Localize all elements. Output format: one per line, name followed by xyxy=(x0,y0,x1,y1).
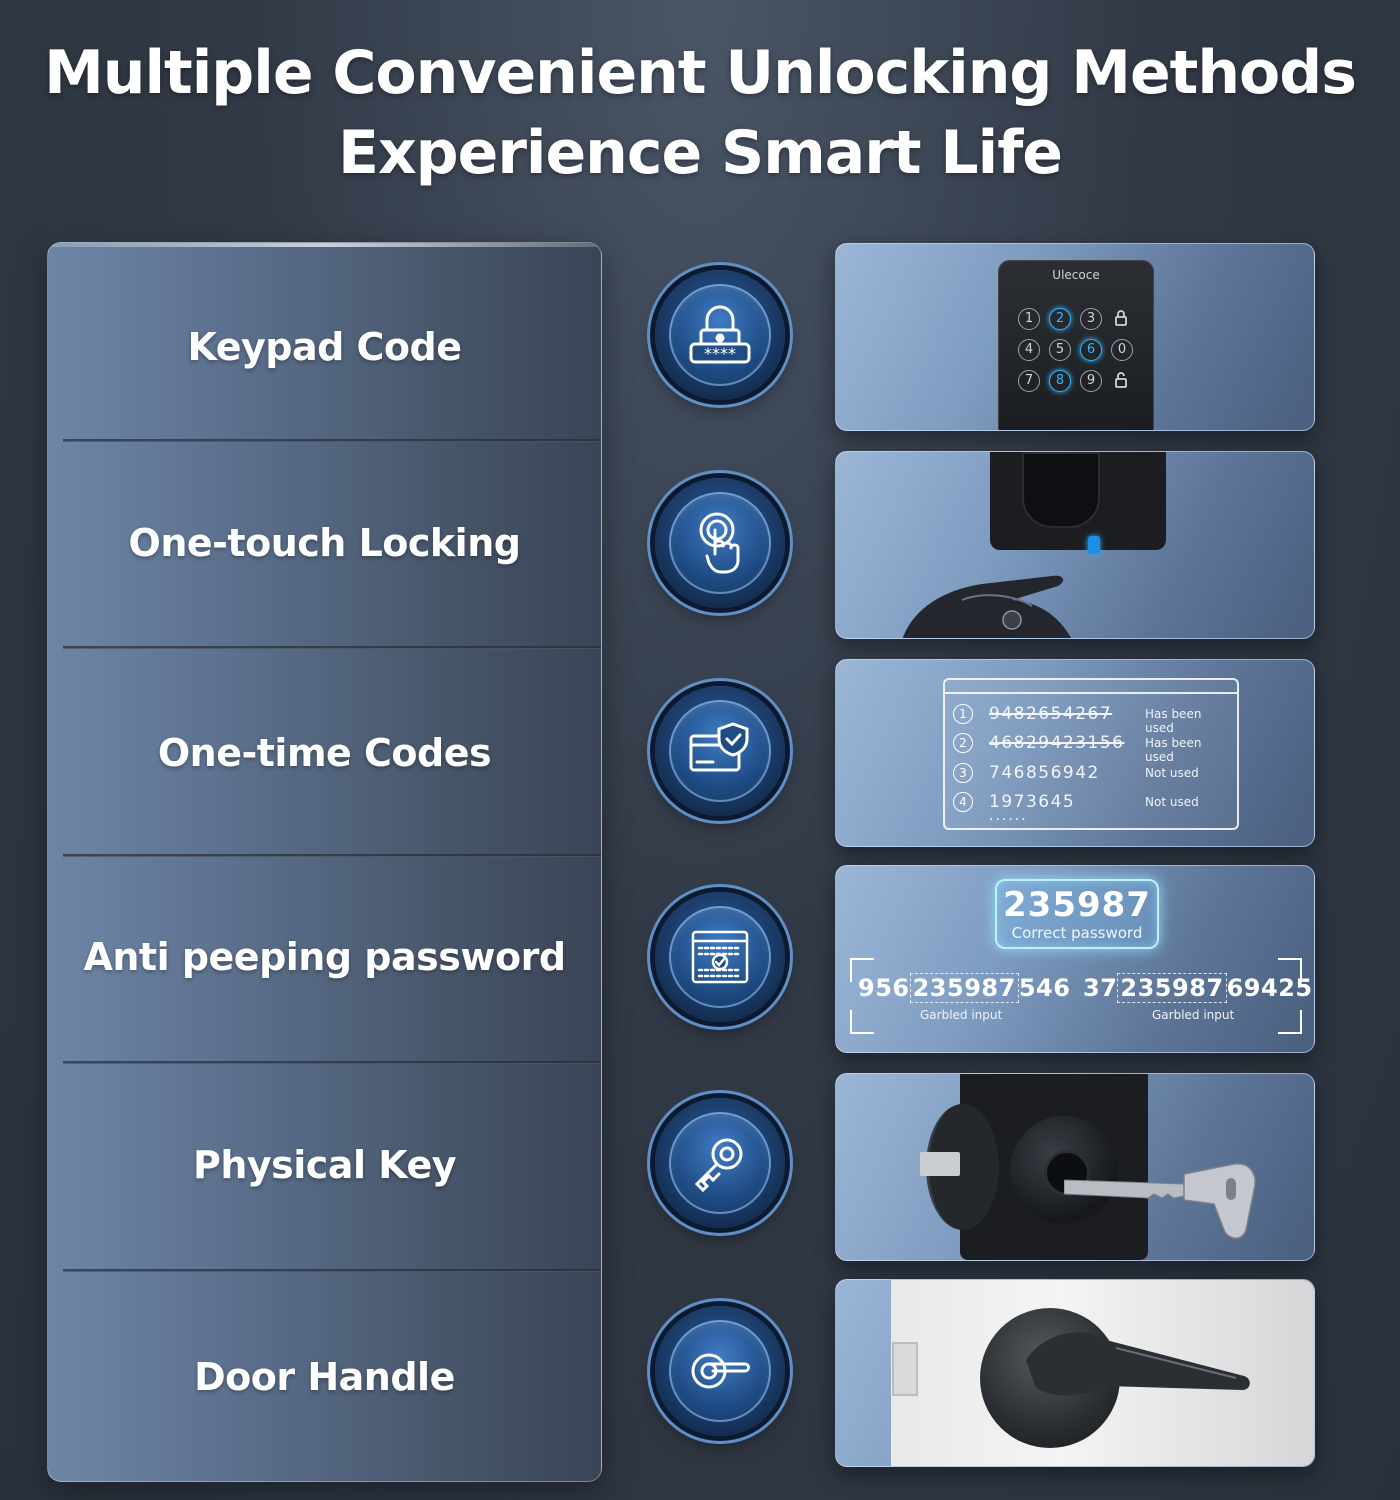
key-icon xyxy=(694,1138,743,1193)
card-one-time-codes: 1 9482654267 Has been used 2 46829423156… xyxy=(835,659,1315,847)
row-divider xyxy=(63,1269,601,1272)
card-keypad: Ulecoce 1 2 3 4 5 6 0 7 8 9 xyxy=(835,243,1315,431)
latch-bolt xyxy=(920,1152,960,1176)
garble-prefix: 956 xyxy=(858,974,910,1002)
list-item: 1 9482654267 Has been used xyxy=(953,702,1229,735)
garble-suffix: 546 xyxy=(1018,974,1071,1002)
row-divider xyxy=(63,854,601,857)
list-item: 4 1973645 Not used xyxy=(953,790,1229,816)
code-value: 746856942 xyxy=(989,763,1100,783)
more-indicator: ...... xyxy=(989,808,1028,824)
code-status: Has been used xyxy=(1145,736,1202,764)
badge-keypad: **** xyxy=(655,270,785,400)
method-label: Anti peeping password xyxy=(83,934,566,979)
badge-anti-peeping xyxy=(655,892,785,1022)
row-divider xyxy=(63,439,601,442)
touch-hand-icon xyxy=(699,512,740,574)
garble-core: 235987 xyxy=(1117,973,1227,1003)
method-row-anti-peeping: Anti peeping password xyxy=(48,853,601,1060)
lock-icon xyxy=(1111,308,1131,328)
code-index: 3 xyxy=(953,763,973,783)
method-row-one-time: One-time Codes xyxy=(48,649,601,856)
code-value: 9482654267 xyxy=(989,704,1113,724)
garble-caption: Garbled input xyxy=(920,1008,1003,1022)
thumb-turn xyxy=(1022,452,1100,528)
code-index: 2 xyxy=(953,733,973,753)
method-label: One-touch Locking xyxy=(128,520,521,565)
keypad-key: 9 xyxy=(1080,370,1102,392)
method-row-door-handle: Door Handle xyxy=(48,1273,601,1480)
correct-password-box: 235987 Correct password xyxy=(995,879,1159,949)
svg-text:****: **** xyxy=(704,344,736,363)
card-physical-key xyxy=(835,1073,1315,1261)
touch-button xyxy=(1088,536,1100,554)
gloved-hand-icon xyxy=(902,575,1071,638)
card-door-handle xyxy=(835,1279,1315,1467)
physical-key-icon xyxy=(1064,1163,1256,1239)
list-item: 3 746856942 Not used xyxy=(953,761,1229,787)
method-label: One-time Codes xyxy=(157,730,492,775)
bracket-corner xyxy=(1278,958,1302,982)
list-item: 2 46829423156 Has been used xyxy=(953,731,1229,764)
codes-list: 1 9482654267 Has been used 2 46829423156… xyxy=(943,678,1239,830)
card-one-touch xyxy=(835,451,1315,639)
code-value: 1973645 xyxy=(989,792,1076,812)
keypad-key: 8 xyxy=(1049,370,1071,392)
keypad-device: Ulecoce 1 2 3 4 5 6 0 7 8 9 xyxy=(998,260,1154,430)
keypad-key: 5 xyxy=(1049,339,1071,361)
badge-physical-key xyxy=(655,1098,785,1228)
unlock-icon xyxy=(1111,370,1131,390)
code-index: 1 xyxy=(953,704,973,724)
keypad-key: 7 xyxy=(1018,370,1040,392)
method-row-physical-key: Physical Key xyxy=(48,1061,601,1268)
code-index: 4 xyxy=(953,792,973,812)
method-label: Door Handle xyxy=(194,1354,455,1399)
garble-core: 235987 xyxy=(909,973,1019,1003)
method-label: Keypad Code xyxy=(187,324,462,369)
keypad-key: 1 xyxy=(1018,308,1040,330)
lever-handle-icon xyxy=(1026,1332,1250,1396)
row-divider xyxy=(63,1061,601,1064)
correct-password-caption: Correct password xyxy=(1011,924,1143,942)
keypad-key: 0 xyxy=(1111,339,1133,361)
keypad-key: 4 xyxy=(1018,339,1040,361)
badge-one-time xyxy=(655,686,785,816)
bracket-corner xyxy=(1278,1010,1302,1034)
code-status: Has been used xyxy=(1145,707,1202,735)
row-divider xyxy=(63,646,601,649)
door-strike xyxy=(892,1342,918,1396)
method-row-keypad: Keypad Code xyxy=(48,243,601,450)
garble-suffix: 69425 xyxy=(1226,974,1313,1002)
card-shield-icon xyxy=(689,722,749,772)
method-row-one-touch: One-touch Locking xyxy=(48,439,601,646)
garble-caption: Garbled input xyxy=(1152,1008,1235,1022)
bracket-corner xyxy=(850,958,874,982)
bracket-corner xyxy=(850,1010,874,1034)
badge-one-touch xyxy=(655,478,785,608)
keypad-key: 2 xyxy=(1049,308,1071,330)
code-value: 46829423156 xyxy=(989,733,1125,753)
code-status: Not used xyxy=(1145,766,1199,780)
method-label: Physical Key xyxy=(192,1142,457,1187)
brand-logo: Ulecoce xyxy=(1052,268,1100,282)
garble-prefix: 37 xyxy=(1083,974,1118,1002)
keypad-key: 3 xyxy=(1080,308,1102,330)
title-line-1: Multiple Convenient Unlocking Methods xyxy=(44,38,1357,108)
badge-door-handle xyxy=(655,1306,785,1436)
title-line-2: Experience Smart Life xyxy=(337,118,1063,188)
correct-password: 235987 xyxy=(1003,885,1151,925)
padlock-password-icon: **** xyxy=(689,305,751,364)
code-status: Not used xyxy=(1145,795,1199,809)
password-screen-icon xyxy=(691,930,749,984)
door-handle-icon xyxy=(691,1353,750,1389)
methods-panel: Keypad Code One-touch Locking One-time C… xyxy=(47,242,602,1482)
keypad-key: 6 xyxy=(1080,339,1102,361)
